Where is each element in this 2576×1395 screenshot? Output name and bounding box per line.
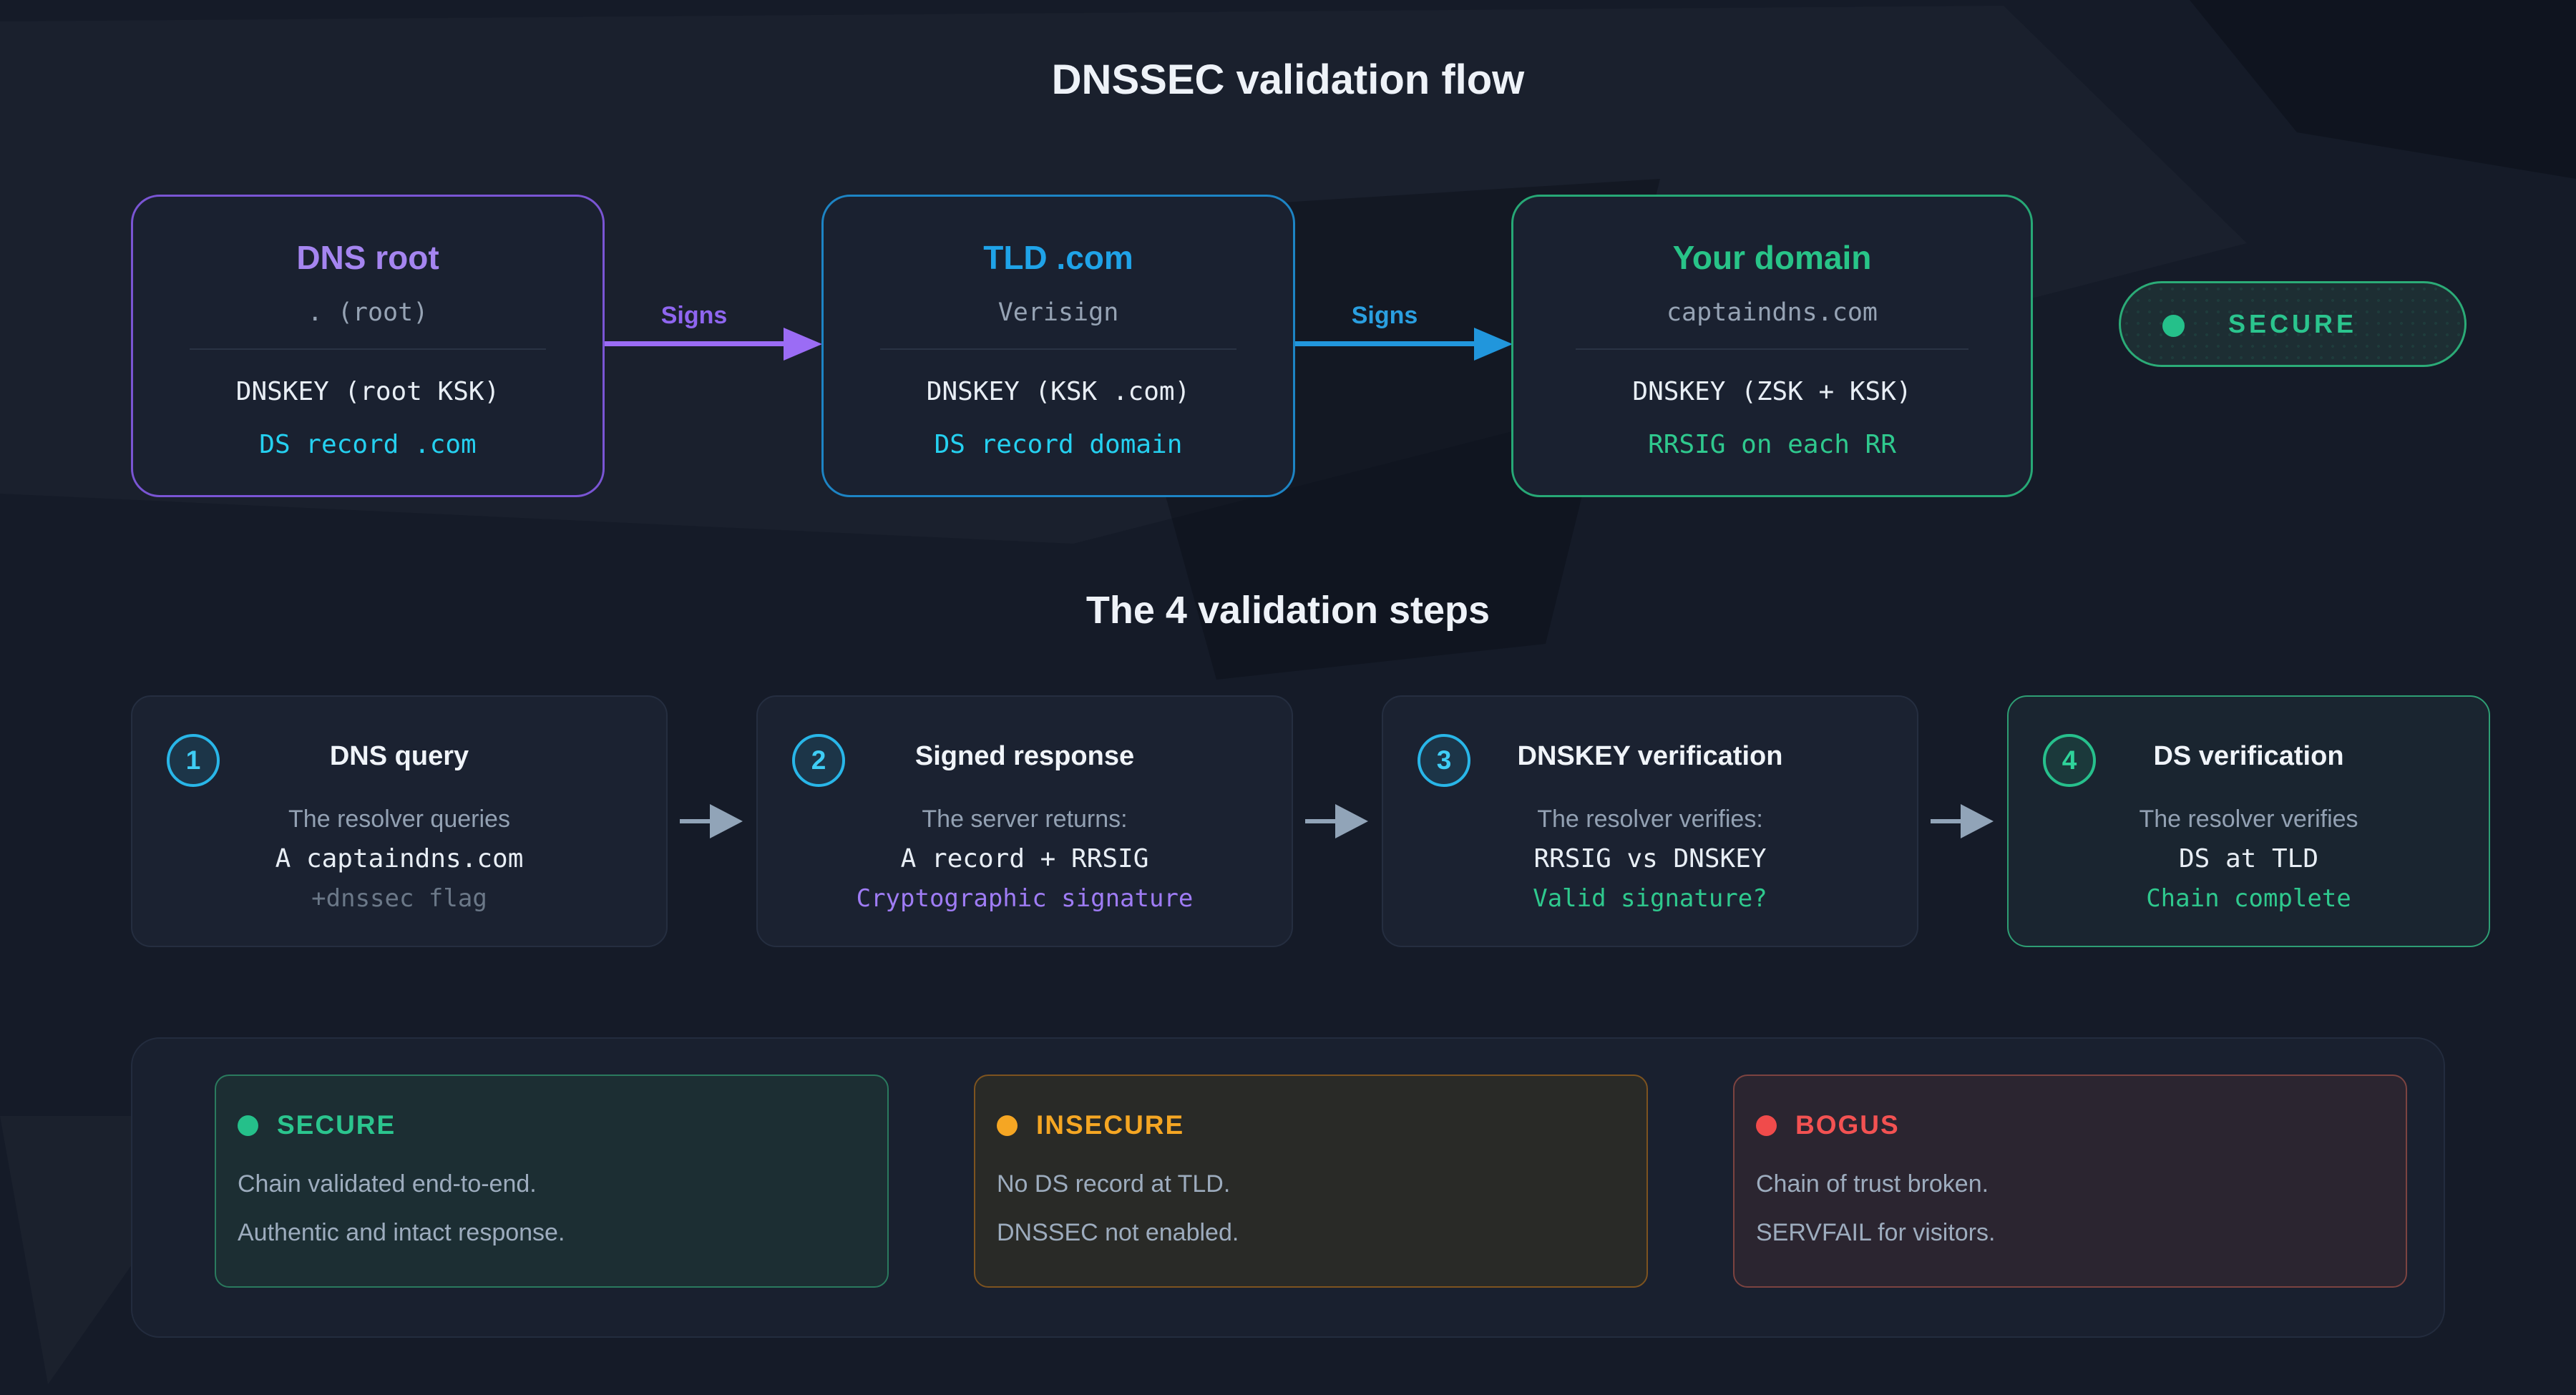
step-line-1: The server returns:: [922, 806, 1128, 833]
arrow-line: [605, 341, 785, 346]
node-title: Your domain: [1672, 239, 1872, 276]
chain-node-dns-root: DNS root . (root) DNSKEY (root KSK) DS r…: [131, 195, 605, 497]
step-arrow-icon: [680, 801, 744, 841]
status-label: INSECURE: [1036, 1110, 1185, 1140]
chain-node-your-domain: Your domain captaindns.com DNSKEY (ZSK +…: [1511, 195, 2033, 497]
step-line-2: DS at TLD: [2178, 844, 2319, 873]
node-record-1: DNSKEY (ZSK + KSK): [1632, 377, 1912, 406]
divider: [879, 348, 1237, 350]
step-title: DS verification: [2153, 741, 2344, 771]
node-subtitle: Verisign: [997, 298, 1119, 327]
status-label: SECURE: [277, 1110, 396, 1140]
node-record-1: DNSKEY (KSK .com): [926, 377, 1191, 406]
step-line-1: The resolver verifies:: [1537, 806, 1763, 833]
step-number-badge: 1: [167, 734, 220, 787]
node-record-1: DNSKEY (root KSK): [235, 377, 500, 406]
steps-section-title: The 4 validation steps: [1085, 589, 1491, 632]
secure-status-badge: SECURE: [2119, 281, 2467, 367]
step-number-badge: 2: [792, 734, 845, 787]
status-dot-icon: [1756, 1115, 1777, 1136]
status-dot-icon: [2162, 315, 2185, 337]
node-record-2: DS record domain: [934, 430, 1183, 459]
node-record-2: DS record .com: [259, 430, 477, 459]
status-dot-icon: [238, 1115, 258, 1136]
signs-arrow-root-to-tld: Signs: [605, 300, 822, 379]
status-line-1: Chain validated end-to-end.: [238, 1170, 537, 1198]
status-card-secure: SECURE Chain validated end-to-end. Authe…: [215, 1075, 889, 1288]
chain-node-tld-com: TLD .com Verisign DNSKEY (KSK .com) DS r…: [821, 195, 1295, 497]
step-title: DNSKEY verification: [1517, 741, 1783, 771]
node-subtitle: captaindns.com: [1666, 298, 1878, 327]
step-number-badge: 4: [2043, 734, 2096, 787]
status-legend-panel: SECURE Chain validated end-to-end. Authe…: [131, 1037, 2445, 1338]
page-title: DNSSEC validation flow: [1051, 57, 1525, 103]
step-line-1: The resolver queries: [288, 806, 510, 833]
step-card-signed-response: 2 Signed response The server returns: A …: [756, 695, 1293, 947]
node-title: DNS root: [296, 239, 439, 276]
step-line-3: Valid signature?: [1533, 884, 1767, 913]
step-card-ds-verification: 4 DS verification The resolver verifies …: [2007, 695, 2490, 947]
status-line-2: SERVFAIL for visitors.: [1756, 1219, 1996, 1246]
step-line-3: +dnssec flag: [311, 884, 487, 913]
step-line-1: The resolver verifies: [2139, 806, 2358, 833]
status-label: BOGUS: [1795, 1110, 1900, 1140]
node-record-2: RRSIG on each RR: [1648, 430, 1896, 459]
step-line-3: Cryptographic signature: [856, 884, 1194, 913]
status-card-bogus: BOGUS Chain of trust broken. SERVFAIL fo…: [1733, 1075, 2407, 1288]
status-line-1: No DS record at TLD.: [997, 1170, 1231, 1198]
badge-label: SECURE: [2228, 309, 2358, 338]
divider: [189, 348, 547, 350]
step-line-2: A record + RRSIG: [900, 844, 1149, 873]
step-arrow-icon: [1305, 801, 1370, 841]
arrow-label: Signs: [1351, 302, 1418, 329]
divider: [1575, 348, 1969, 350]
arrow-head-icon: [784, 328, 822, 361]
step-title: Signed response: [914, 741, 1135, 771]
step-card-dnskey-verification: 3 DNSKEY verification The resolver verif…: [1382, 695, 1918, 947]
node-title: TLD .com: [983, 239, 1133, 276]
status-header: INSECURE: [997, 1110, 1184, 1140]
step-title: DNS query: [329, 741, 469, 771]
status-line-2: DNSSEC not enabled.: [997, 1219, 1239, 1246]
status-dot-icon: [997, 1115, 1018, 1136]
signs-arrow-tld-to-domain: Signs: [1295, 300, 1513, 379]
step-line-3: Chain complete: [2146, 884, 2351, 913]
step-arrow-icon: [1931, 801, 1995, 841]
arrow-line: [1295, 341, 1475, 346]
status-line-2: Authentic and intact response.: [238, 1219, 565, 1246]
step-line-2: RRSIG vs DNSKEY: [1533, 844, 1767, 873]
node-subtitle: . (root): [307, 298, 429, 327]
step-line-2: A captaindns.com: [275, 844, 524, 873]
step-number-badge: 3: [1418, 734, 1470, 787]
arrow-label: Signs: [660, 302, 728, 329]
status-header: BOGUS: [1756, 1110, 1900, 1140]
status-line-1: Chain of trust broken.: [1756, 1170, 1989, 1198]
status-card-insecure: INSECURE No DS record at TLD. DNSSEC not…: [974, 1075, 1648, 1288]
arrow-head-icon: [1474, 328, 1513, 361]
step-card-dns-query: 1 DNS query The resolver queries A capta…: [131, 695, 668, 947]
status-header: SECURE: [238, 1110, 396, 1140]
